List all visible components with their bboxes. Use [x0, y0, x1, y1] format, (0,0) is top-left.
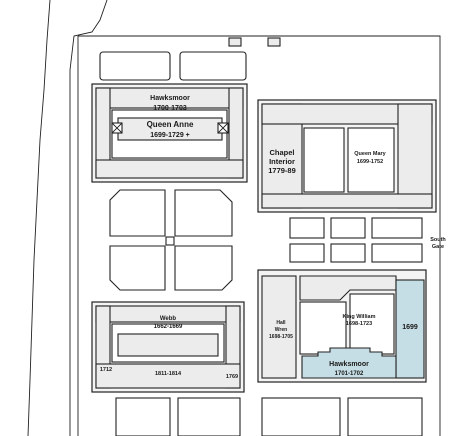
webb-dates: 1662-1669: [154, 324, 183, 330]
cross-east-icon: [217, 122, 229, 134]
queen-mary-range-east: [397, 103, 433, 209]
south-block-1[interactable]: [261, 397, 341, 436]
lawn-strip-3[interactable]: [371, 217, 423, 239]
square-lawn-se[interactable]: [174, 245, 233, 291]
square-lawn-ne[interactable]: [174, 189, 233, 237]
queen-mary-inner-court-east: [347, 127, 395, 193]
south-block-2[interactable]: [347, 397, 423, 436]
queen-anne-dates: 1699-1729 +: [150, 132, 190, 139]
chapel-dates: 1779-89: [268, 166, 296, 175]
lawn-strip-5[interactable]: [330, 243, 366, 263]
queen-mary-dates: 1699-1752: [357, 159, 383, 165]
webb-label: Webb: [160, 316, 177, 322]
chapel-label: Chapel: [269, 148, 294, 157]
hawksmoor-north-dates: 1700-1703: [153, 105, 187, 112]
square-lawn-nw[interactable]: [109, 189, 166, 237]
lawn-strip-1[interactable]: [289, 217, 325, 239]
lawn-strip-2[interactable]: [330, 217, 366, 239]
year-1769-label: 1769: [226, 374, 238, 380]
north-lawn-west[interactable]: [99, 51, 171, 81]
hawksmoor-north-label: Hawksmoor: [150, 95, 190, 102]
king-william-inner-court: [299, 301, 347, 355]
north-lawn-east[interactable]: [179, 51, 247, 81]
square-lawn-sw[interactable]: [109, 245, 166, 291]
north-gate-post-east: [267, 37, 281, 47]
years-1811-label: 1811-1814: [155, 371, 182, 377]
hall-label: Hall: [276, 320, 286, 326]
river-bank: [27, 0, 51, 436]
queen-anne-range-south: [95, 159, 244, 179]
king-william-inner-court-2: [349, 293, 395, 355]
river-wall: [69, 0, 108, 436]
north-gate-post-west: [228, 37, 242, 47]
king-william-range-north: [299, 275, 397, 301]
hall-dates: 1698-1705: [269, 334, 293, 340]
webb-range-south: [95, 363, 241, 389]
queen-mary-inner-court-west: [303, 127, 345, 193]
south-gate-label-1: South: [430, 237, 446, 243]
lawn-strip-6[interactable]: [371, 243, 423, 263]
queen-mary-range-south: [261, 193, 433, 209]
south-lawn-west[interactable]: [115, 397, 171, 436]
lawn-strip-4[interactable]: [289, 243, 325, 263]
hawksmoor-south-highlight[interactable]: [301, 347, 397, 379]
year-1699-label: 1699: [402, 324, 418, 331]
queen-mary-label: Queen Mary: [354, 151, 386, 157]
building-1699-highlight[interactable]: [395, 279, 425, 379]
hawksmoor-south-dates: 1701-1702: [335, 371, 364, 377]
south-lawn-east[interactable]: [177, 397, 241, 436]
wren-label: Wren: [275, 327, 287, 333]
king-william-range-west: [261, 275, 297, 379]
year-1712-label: 1712: [100, 367, 112, 373]
queen-anne-label: Queen Anne: [147, 120, 194, 129]
hawksmoor-south-label: Hawksmoor: [329, 361, 369, 368]
interior-label: Interior: [269, 157, 295, 166]
webb-centre-hall: [117, 333, 219, 357]
south-gate-label-2: Gate: [432, 244, 444, 250]
king-william-label: King William: [343, 314, 376, 320]
site-boundary: [77, 35, 441, 436]
square-centre-marker: [165, 236, 175, 246]
cross-west-icon: [111, 122, 123, 134]
king-william-dates: 1698-1723: [346, 321, 372, 327]
